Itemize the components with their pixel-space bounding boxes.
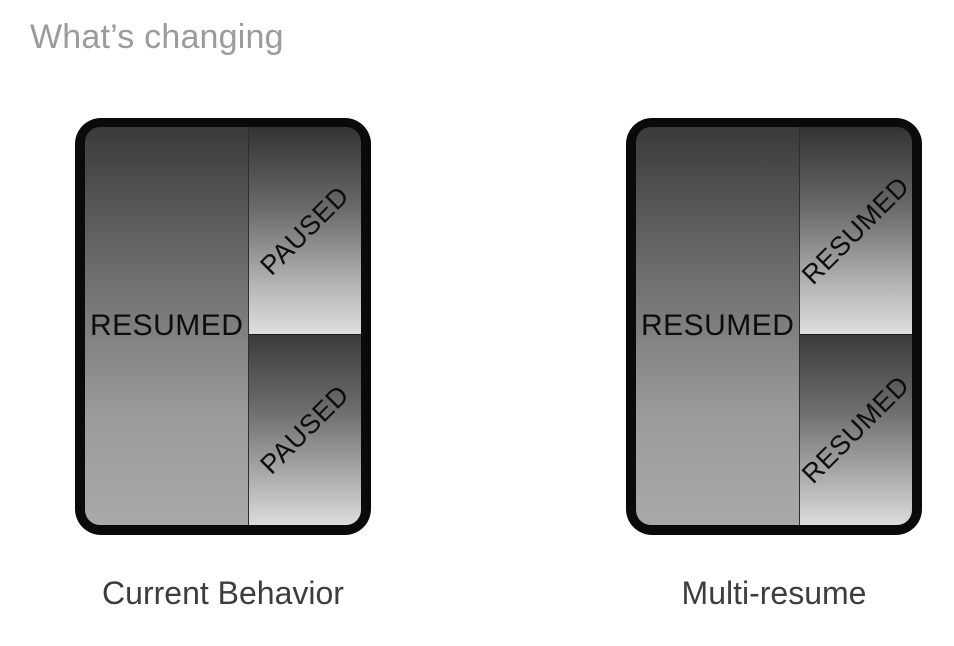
pane-state-label: RESUMED xyxy=(800,370,912,490)
app-pane-main[interactable]: RESUMED xyxy=(85,127,249,525)
app-pane-bottom-right[interactable]: RESUMED xyxy=(800,335,912,525)
device-screen: RESUMED PAUSED PAUSED xyxy=(85,127,361,525)
pane-state-label: RESUMED xyxy=(640,309,795,342)
page-title: What’s changing xyxy=(30,18,284,56)
app-pane-main[interactable]: RESUMED xyxy=(636,127,800,525)
pane-state-label: RESUMED xyxy=(89,309,244,342)
device-caption-multi-resume: Multi-resume xyxy=(681,575,867,611)
pane-state-label: RESUMED xyxy=(800,170,912,290)
device-caption-current-behavior: Current Behavior xyxy=(102,575,344,611)
device-mockup-multi-resume: RESUMED RESUMED RESUMED xyxy=(626,118,922,535)
app-pane-column: RESUMED RESUMED xyxy=(799,127,912,525)
app-pane-top-right[interactable]: RESUMED xyxy=(800,127,912,336)
pane-state-label: PAUSED xyxy=(254,379,356,480)
pane-state-label: PAUSED xyxy=(254,179,356,281)
app-pane-column: PAUSED PAUSED xyxy=(248,127,361,525)
device-screen: RESUMED RESUMED RESUMED xyxy=(636,127,912,525)
app-pane-bottom-right[interactable]: PAUSED xyxy=(249,335,361,525)
app-pane-top-right[interactable]: PAUSED xyxy=(249,127,361,336)
device-mockup-current-behavior: RESUMED PAUSED PAUSED xyxy=(75,118,371,535)
